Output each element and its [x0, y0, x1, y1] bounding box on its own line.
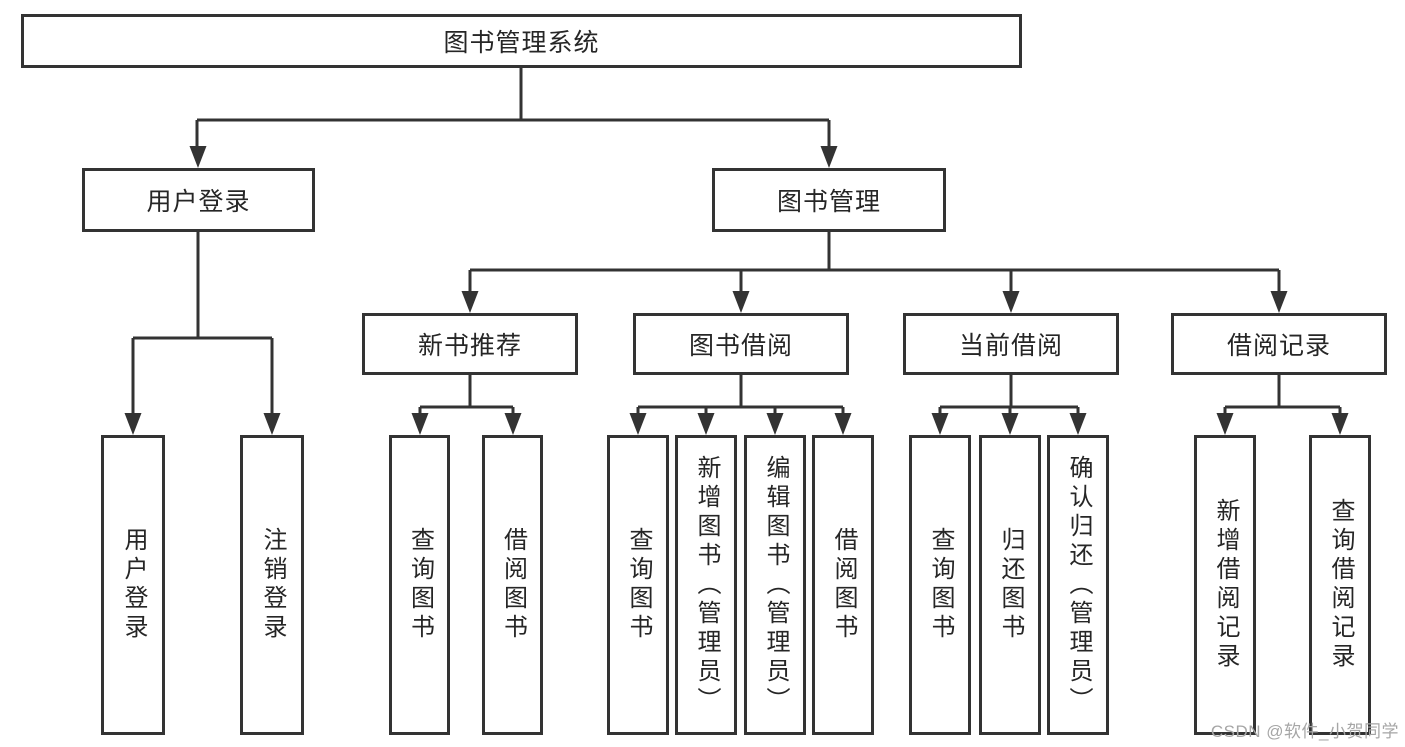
- arrowhead-down: [1270, 291, 1288, 313]
- node-current-borrow: 当前借阅: [903, 313, 1119, 375]
- leaf-return-books: 归还图书: [979, 435, 1041, 735]
- arrowhead-down: [1216, 413, 1234, 435]
- leaf-label: 新增借阅记录: [1212, 498, 1239, 672]
- arrowhead-down: [124, 413, 142, 435]
- leaf-confirm-return-admin: 确认归还（管理员）: [1047, 435, 1109, 735]
- leaf-add-books-admin: 新增图书（管理员）: [675, 435, 737, 735]
- leaf-label: 查询借阅记录: [1327, 498, 1354, 672]
- leaf-borrow-books: 借阅图书: [812, 435, 874, 735]
- node-label: 图书管理: [776, 188, 881, 216]
- leaf-query-borrow-record: 查询借阅记录: [1309, 435, 1371, 735]
- node-label: 新书推荐: [417, 332, 522, 360]
- node-label: 图书借阅: [688, 332, 793, 360]
- leaf-label: 注销登录: [259, 527, 286, 643]
- leaf-edit-books-admin: 编辑图书（管理员）: [744, 435, 806, 735]
- node-book-management-branch: 图书管理: [712, 168, 946, 232]
- arrowhead-down: [1331, 413, 1349, 435]
- node-label: 当前借阅: [958, 332, 1063, 360]
- leaf-add-borrow-record: 新增借阅记录: [1194, 435, 1256, 735]
- node-borrow-records: 借阅记录: [1171, 313, 1387, 375]
- arrowhead-down: [931, 413, 949, 435]
- leaf-query-books-current: 查询图书: [909, 435, 971, 735]
- arrowhead-down: [697, 413, 715, 435]
- leaf-label: 编辑图书（管理员）: [762, 454, 789, 716]
- arrowhead-down: [504, 413, 522, 435]
- leaf-label: 借阅图书: [830, 527, 857, 643]
- leaf-label: 确认归还（管理员）: [1065, 454, 1092, 716]
- node-label: 用户登录: [146, 188, 251, 216]
- leaf-label: 查询图书: [406, 527, 434, 643]
- arrowhead-down: [1069, 413, 1087, 435]
- leaf-logout: 注销登录: [240, 435, 304, 735]
- leaf-user-login: 用户登录: [101, 435, 165, 735]
- leaf-query-books-borrow: 查询图书: [607, 435, 669, 735]
- leaf-label: 用户登录: [120, 527, 147, 643]
- leaf-label: 查询图书: [625, 527, 652, 643]
- leaf-label: 借阅图书: [499, 527, 527, 643]
- arrowhead-down: [1001, 413, 1019, 435]
- arrowhead-down: [820, 146, 838, 168]
- arrowhead-down: [629, 413, 647, 435]
- leaf-borrow-books-recommend: 借阅图书: [482, 435, 543, 735]
- leaf-query-books-recommend: 查询图书: [389, 435, 450, 735]
- arrowhead-down: [766, 413, 784, 435]
- leaf-label: 归还图书: [997, 527, 1024, 643]
- csdn-watermark: CSDN @软件_小贺同学: [1210, 722, 1399, 741]
- arrowhead-down: [189, 146, 207, 168]
- node-new-book-recommend: 新书推荐: [362, 313, 578, 375]
- node-root-label: 图书管理系统: [443, 29, 600, 57]
- node-root: 图书管理系统: [21, 14, 1022, 68]
- leaf-label: 查询图书: [927, 527, 954, 643]
- leaf-label: 新增图书（管理员）: [693, 454, 720, 716]
- node-book-borrow: 图书借阅: [633, 313, 849, 375]
- arrowhead-down: [834, 413, 852, 435]
- arrowhead-down: [461, 291, 479, 313]
- arrowhead-down: [1002, 291, 1020, 313]
- arrowhead-down: [732, 291, 750, 313]
- node-user-login-branch: 用户登录: [82, 168, 315, 232]
- arrowhead-down: [411, 413, 429, 435]
- arrowhead-down: [263, 413, 281, 435]
- node-label: 借阅记录: [1226, 332, 1331, 360]
